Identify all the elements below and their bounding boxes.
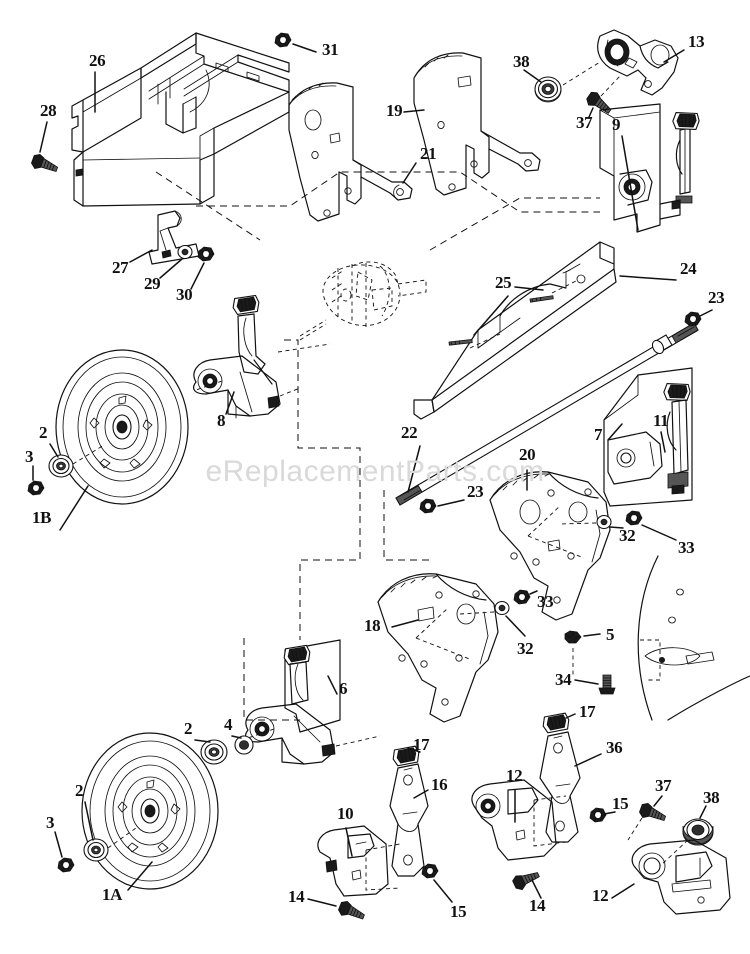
callout-2-1b: 2	[39, 423, 48, 442]
part-12-pivot-bracket-lower	[631, 839, 731, 915]
part-3-locknut-1b	[27, 480, 45, 496]
part-25-rollpin-a	[528, 288, 555, 309]
part-23-locknut-bot	[419, 498, 437, 514]
part-8-spindle-arm	[193, 294, 281, 419]
callout-3-1a: 3	[46, 813, 55, 832]
callout-12-lower: 12	[592, 886, 609, 905]
callout-25: 25	[495, 273, 512, 292]
part-25-rollpin-b	[447, 332, 474, 352]
callout-20: 20	[519, 445, 536, 464]
callout-22: 22	[401, 423, 418, 442]
callout-37-bot: 37	[655, 776, 672, 795]
callout-30: 30	[176, 285, 193, 304]
part-32-washer-rh	[596, 514, 612, 530]
callout-2-1a-outer: 2	[184, 719, 193, 738]
callout-38-top: 38	[513, 52, 530, 71]
part-26-rail-bracket	[71, 32, 290, 207]
callout-9: 9	[612, 115, 621, 134]
deck-reference-arc	[637, 555, 750, 721]
part-32-washer-lh	[494, 600, 510, 616]
part-34-carriage-bolt	[598, 674, 616, 695]
callout-37-top: 37	[576, 113, 593, 132]
callout-17-lh: 17	[413, 735, 430, 754]
callout-2-1a-inner: 2	[75, 781, 84, 800]
part-2-bearing-1b	[48, 454, 74, 478]
callout-23-top: 23	[708, 288, 725, 307]
part-11-lift-rod	[662, 380, 692, 495]
part-18-wear-shoe-lh	[377, 573, 499, 723]
part-36-lift-link-rh	[539, 731, 581, 843]
callout-36: 36	[606, 738, 623, 757]
callout-29: 29	[144, 274, 161, 293]
part-1B-wheel	[55, 349, 189, 505]
part-2-bearing-1a-inner	[83, 838, 109, 862]
part-2-bearing-1a-outer	[200, 739, 228, 765]
callout-38-bot: 38	[703, 788, 720, 807]
transaxle-reference-outline	[299, 261, 427, 341]
callout-32-lh: 32	[517, 639, 534, 658]
part-10-link-bracket-lh	[317, 825, 401, 897]
callout-15-rh: 15	[612, 794, 629, 813]
part-30-locknut	[197, 246, 215, 262]
part-23-locknut-top	[684, 311, 702, 327]
part-5-pushnut	[564, 630, 582, 644]
part-31-locknut	[274, 32, 292, 48]
callout-11: 11	[653, 411, 669, 430]
callout-3-1b: 3	[25, 447, 34, 466]
callout-31: 31	[322, 40, 339, 59]
part-7-mount-plate	[603, 367, 693, 507]
callout-19: 19	[386, 101, 403, 120]
part-33-locknut-lh	[513, 589, 531, 605]
callout-26: 26	[89, 51, 106, 70]
callout-27: 27	[112, 258, 129, 277]
part-6-spindle-arm	[245, 639, 341, 765]
callout-5: 5	[606, 625, 615, 644]
callout-8: 8	[217, 411, 226, 430]
part-37-bolt-rh	[637, 801, 669, 826]
part-1A-wheel	[81, 732, 219, 890]
part-3-locknut-1a	[57, 857, 75, 873]
callout-23-bot: 23	[467, 482, 484, 501]
callout-34: 34	[555, 670, 572, 689]
callout-1A: 1A	[102, 885, 122, 904]
callout-33-lh: 33	[537, 592, 554, 611]
part-9-lift-assembly	[599, 103, 701, 233]
part-17-clip-rh	[541, 712, 571, 734]
part-16-lift-link-lh	[389, 763, 429, 877]
part-28-bolt	[29, 152, 61, 177]
callout-15-lh: 15	[450, 902, 467, 921]
callout-14-lh: 14	[288, 887, 305, 906]
part-29-washer	[177, 244, 193, 260]
callout-18: 18	[364, 616, 381, 635]
callout-16: 16	[431, 775, 448, 794]
callout-12-upper: 12	[506, 766, 523, 785]
part-21-support-plate	[288, 82, 413, 222]
callout-21: 21	[420, 144, 437, 163]
part-12-pivot-bracket-upper	[471, 779, 567, 861]
callout-28: 28	[40, 101, 57, 120]
callout-6: 6	[339, 679, 348, 698]
callout-14-rh: 14	[529, 896, 546, 915]
part-27-bracket	[148, 210, 200, 265]
callout-7: 7	[594, 425, 603, 444]
callout-32-rh: 32	[619, 526, 636, 545]
part-19-support-plate	[413, 52, 541, 196]
part-15-locknut-rh	[589, 807, 607, 823]
callout-13: 13	[688, 32, 705, 51]
part-24-deflector-panel	[413, 241, 617, 420]
callout-10: 10	[337, 804, 354, 823]
callout-24: 24	[680, 259, 697, 278]
part-14-bolt-lh	[336, 899, 368, 924]
callout-33-rh: 33	[678, 538, 695, 557]
part-20-wear-shoe-rh	[489, 471, 611, 621]
part-22-cross-shaft	[395, 322, 699, 506]
callout-4: 4	[224, 715, 233, 734]
callout-17-rh: 17	[579, 702, 596, 721]
part-13-pivot-casting	[597, 29, 679, 96]
callout-1B: 1B	[32, 508, 52, 527]
part-4-spacer	[234, 735, 254, 755]
part-33-locknut-rh	[625, 510, 643, 526]
